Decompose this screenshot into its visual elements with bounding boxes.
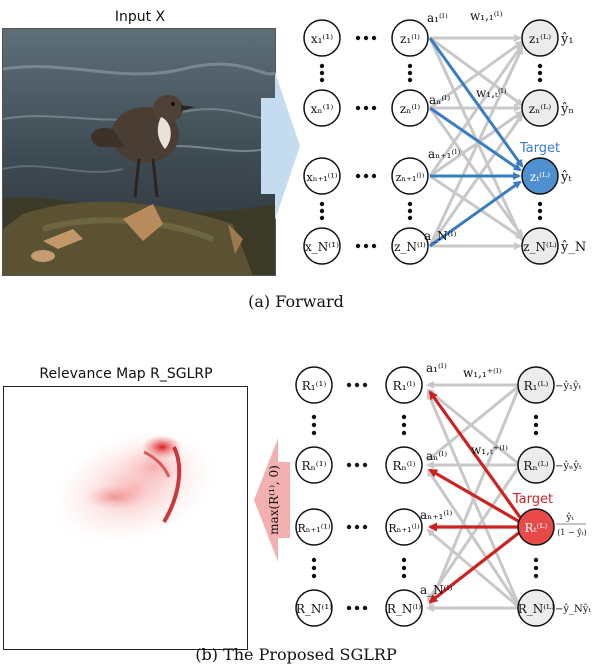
node-RN-1-label: R_N⁽¹⁾ bbox=[296, 602, 332, 616]
node-zL1-label: z₁⁽ᴸ⁾ bbox=[529, 32, 551, 46]
bwd-aN: a_N⁽ˡ⁾ bbox=[420, 583, 453, 597]
rel-out-n: −ŷₙŷₜ bbox=[555, 461, 582, 472]
node-Rt-L-label: Rₜ⁽ᴸ⁾ bbox=[525, 521, 548, 535]
node-R1-L-label: R₁⁽ᴸ⁾ bbox=[524, 379, 549, 393]
rel-out-t-den: (1 − ŷₜ) bbox=[557, 528, 587, 537]
node-zLt-label: zₜ⁽ᴸ⁾ bbox=[530, 170, 550, 184]
forward-target-edges bbox=[428, 37, 524, 248]
backward-ellipsis bbox=[311, 382, 539, 611]
node-R1-1-label: R₁⁽¹⁾ bbox=[302, 379, 327, 393]
input-title: Input X bbox=[115, 9, 166, 25]
bwd-w1t: w₁,ₜ⁺⁽ˡ⁾ bbox=[471, 443, 508, 457]
relevance-map bbox=[3, 386, 248, 650]
node-RN-L-label: R_N⁽ᴸ⁾ bbox=[518, 602, 554, 616]
backward-output-layer: R₁⁽ᴸ⁾ Rₙ⁽ᴸ⁾ Rₜ⁽ᴸ⁾ R_N⁽ᴸ⁾ bbox=[517, 366, 555, 627]
backward-target-label: Target bbox=[512, 492, 553, 507]
node-zL1 bbox=[521, 19, 559, 57]
node-RN-l bbox=[385, 589, 423, 627]
forward-edges bbox=[428, 34, 524, 250]
forward-input-layer: x₁⁽¹⁾ xₙ⁽¹⁾ xₙ₊₁⁽¹⁾ x_N⁽¹⁾ bbox=[303, 19, 341, 265]
node-z1-label: z₁⁽ˡ⁾ bbox=[400, 32, 420, 46]
backward-target-edges bbox=[428, 390, 524, 604]
node-zLN-label: z_N⁽ᴸ⁾ bbox=[523, 240, 557, 254]
node-xn-label: xₙ⁽¹⁾ bbox=[311, 102, 334, 116]
node-zN bbox=[391, 227, 429, 265]
node-zn-label: zₙ⁽ˡ⁾ bbox=[400, 102, 420, 116]
node-RN-L bbox=[517, 589, 555, 627]
input-image bbox=[2, 28, 276, 276]
relevance-map-title: Relevance Map R_SGLRP bbox=[39, 366, 212, 382]
node-zLN bbox=[521, 227, 559, 265]
node-Rn-l-label: Rₙ⁽ˡ⁾ bbox=[392, 459, 415, 473]
fwd-aN: a_N⁽ˡ⁾ bbox=[424, 229, 457, 243]
node-Rn-l bbox=[385, 446, 423, 484]
fwd-w11: w₁,₁⁽ˡ⁾ bbox=[470, 9, 503, 23]
node-x1 bbox=[303, 19, 341, 57]
yhat-t: ŷₜ bbox=[560, 170, 572, 185]
relevance-heatmap bbox=[51, 427, 217, 547]
node-Rn1-1 bbox=[295, 508, 333, 546]
fwd-an: aₙ⁽ˡ⁾ bbox=[429, 93, 450, 107]
bwd-a1: a₁⁽ˡ⁾ bbox=[426, 361, 447, 375]
node-Rn1-1-label: Rₙ₊₁⁽¹⁾ bbox=[297, 522, 330, 535]
forward-hidden-layer: z₁⁽ˡ⁾ zₙ⁽ˡ⁾ zₙ₊₁⁽ˡ⁾ z_N⁽ˡ⁾ bbox=[391, 19, 429, 265]
rel-out-1: −ŷ₁ŷₜ bbox=[555, 381, 582, 392]
node-z1 bbox=[391, 19, 429, 57]
forward-caption: (a) Forward bbox=[248, 292, 344, 311]
node-zLn bbox=[521, 89, 559, 127]
rel-out-t-num: ŷₜ bbox=[565, 512, 574, 523]
node-R1-l-label: R₁⁽ˡ⁾ bbox=[393, 379, 416, 393]
node-Rn-L-label: Rₙ⁽ᴸ⁾ bbox=[523, 459, 548, 473]
node-Rn-1 bbox=[295, 446, 333, 484]
node-xn1-label: xₙ₊₁⁽¹⁾ bbox=[307, 171, 338, 184]
node-zn bbox=[391, 89, 429, 127]
node-R1-L bbox=[517, 366, 555, 404]
yhat-1: ŷ₁ bbox=[560, 32, 574, 47]
node-RN-l-label: R_N⁽ˡ⁾ bbox=[387, 602, 421, 616]
node-zN-label: z_N⁽ˡ⁾ bbox=[394, 240, 426, 254]
node-x1-label: x₁⁽¹⁾ bbox=[311, 32, 333, 46]
backward-input-layer: R₁⁽¹⁾ Rₙ⁽¹⁾ Rₙ₊₁⁽¹⁾ R_N⁽¹⁾ bbox=[295, 366, 333, 627]
node-xn1 bbox=[303, 157, 341, 195]
node-Rn1-l-label: Rₙ₊₁⁽ˡ⁾ bbox=[388, 522, 420, 535]
sglrp-caption: (b) The Proposed SGLRP bbox=[195, 645, 397, 664]
node-zn1-label: zₙ₊₁⁽ˡ⁾ bbox=[396, 171, 425, 184]
node-zn1 bbox=[391, 157, 429, 195]
node-xN-label: x_N⁽¹⁾ bbox=[305, 240, 339, 254]
node-zLn-label: zₙ⁽ᴸ⁾ bbox=[529, 102, 551, 116]
node-Rn1-l bbox=[385, 508, 423, 546]
fwd-w1t: w₁,ₜ⁽ˡ⁾ bbox=[476, 86, 507, 100]
backward-hidden-layer: R₁⁽ˡ⁾ Rₙ⁽ˡ⁾ Rₙ₊₁⁽ˡ⁾ R_N⁽ˡ⁾ bbox=[385, 366, 423, 627]
node-xN bbox=[303, 227, 341, 265]
node-zLt-target bbox=[521, 157, 559, 195]
forward-target-label: Target bbox=[519, 141, 560, 156]
dipper-bird-photo bbox=[3, 29, 275, 275]
node-Rn-1-label: Rₙ⁽¹⁾ bbox=[302, 459, 327, 473]
fwd-an1: aₙ₊₁⁽ˡ⁾ bbox=[428, 147, 460, 161]
node-xn bbox=[303, 89, 341, 127]
backward-arrow-label: max(R⁽¹⁾, 0) bbox=[267, 465, 281, 535]
forward-arrow bbox=[261, 72, 300, 220]
bwd-an1: aₙ₊₁⁽ˡ⁾ bbox=[420, 508, 452, 522]
backward-edges bbox=[426, 381, 522, 612]
node-Rn-L bbox=[517, 446, 555, 484]
node-R1-1 bbox=[295, 366, 333, 404]
forward-output-layer: z₁⁽ᴸ⁾ zₙ⁽ᴸ⁾ zₜ⁽ᴸ⁾ z_N⁽ᴸ⁾ bbox=[521, 19, 559, 265]
backward-arrow bbox=[254, 438, 290, 562]
bwd-an: aₙ⁽ˡ⁾ bbox=[426, 449, 447, 463]
bwd-w11: w₁,₁⁺⁽ˡ⁾ bbox=[463, 366, 502, 380]
node-R1-l bbox=[385, 366, 423, 404]
node-RN-1 bbox=[295, 589, 333, 627]
rel-out-N: −ŷ_Nŷₜ bbox=[555, 604, 591, 615]
yhat-n: ŷₙ bbox=[560, 102, 574, 117]
fwd-a1: a₁⁽ˡ⁾ bbox=[427, 11, 448, 25]
forward-ellipsis bbox=[319, 35, 543, 249]
node-Rt-L-target bbox=[517, 508, 555, 546]
yhat-N: ŷ_N bbox=[560, 240, 586, 255]
